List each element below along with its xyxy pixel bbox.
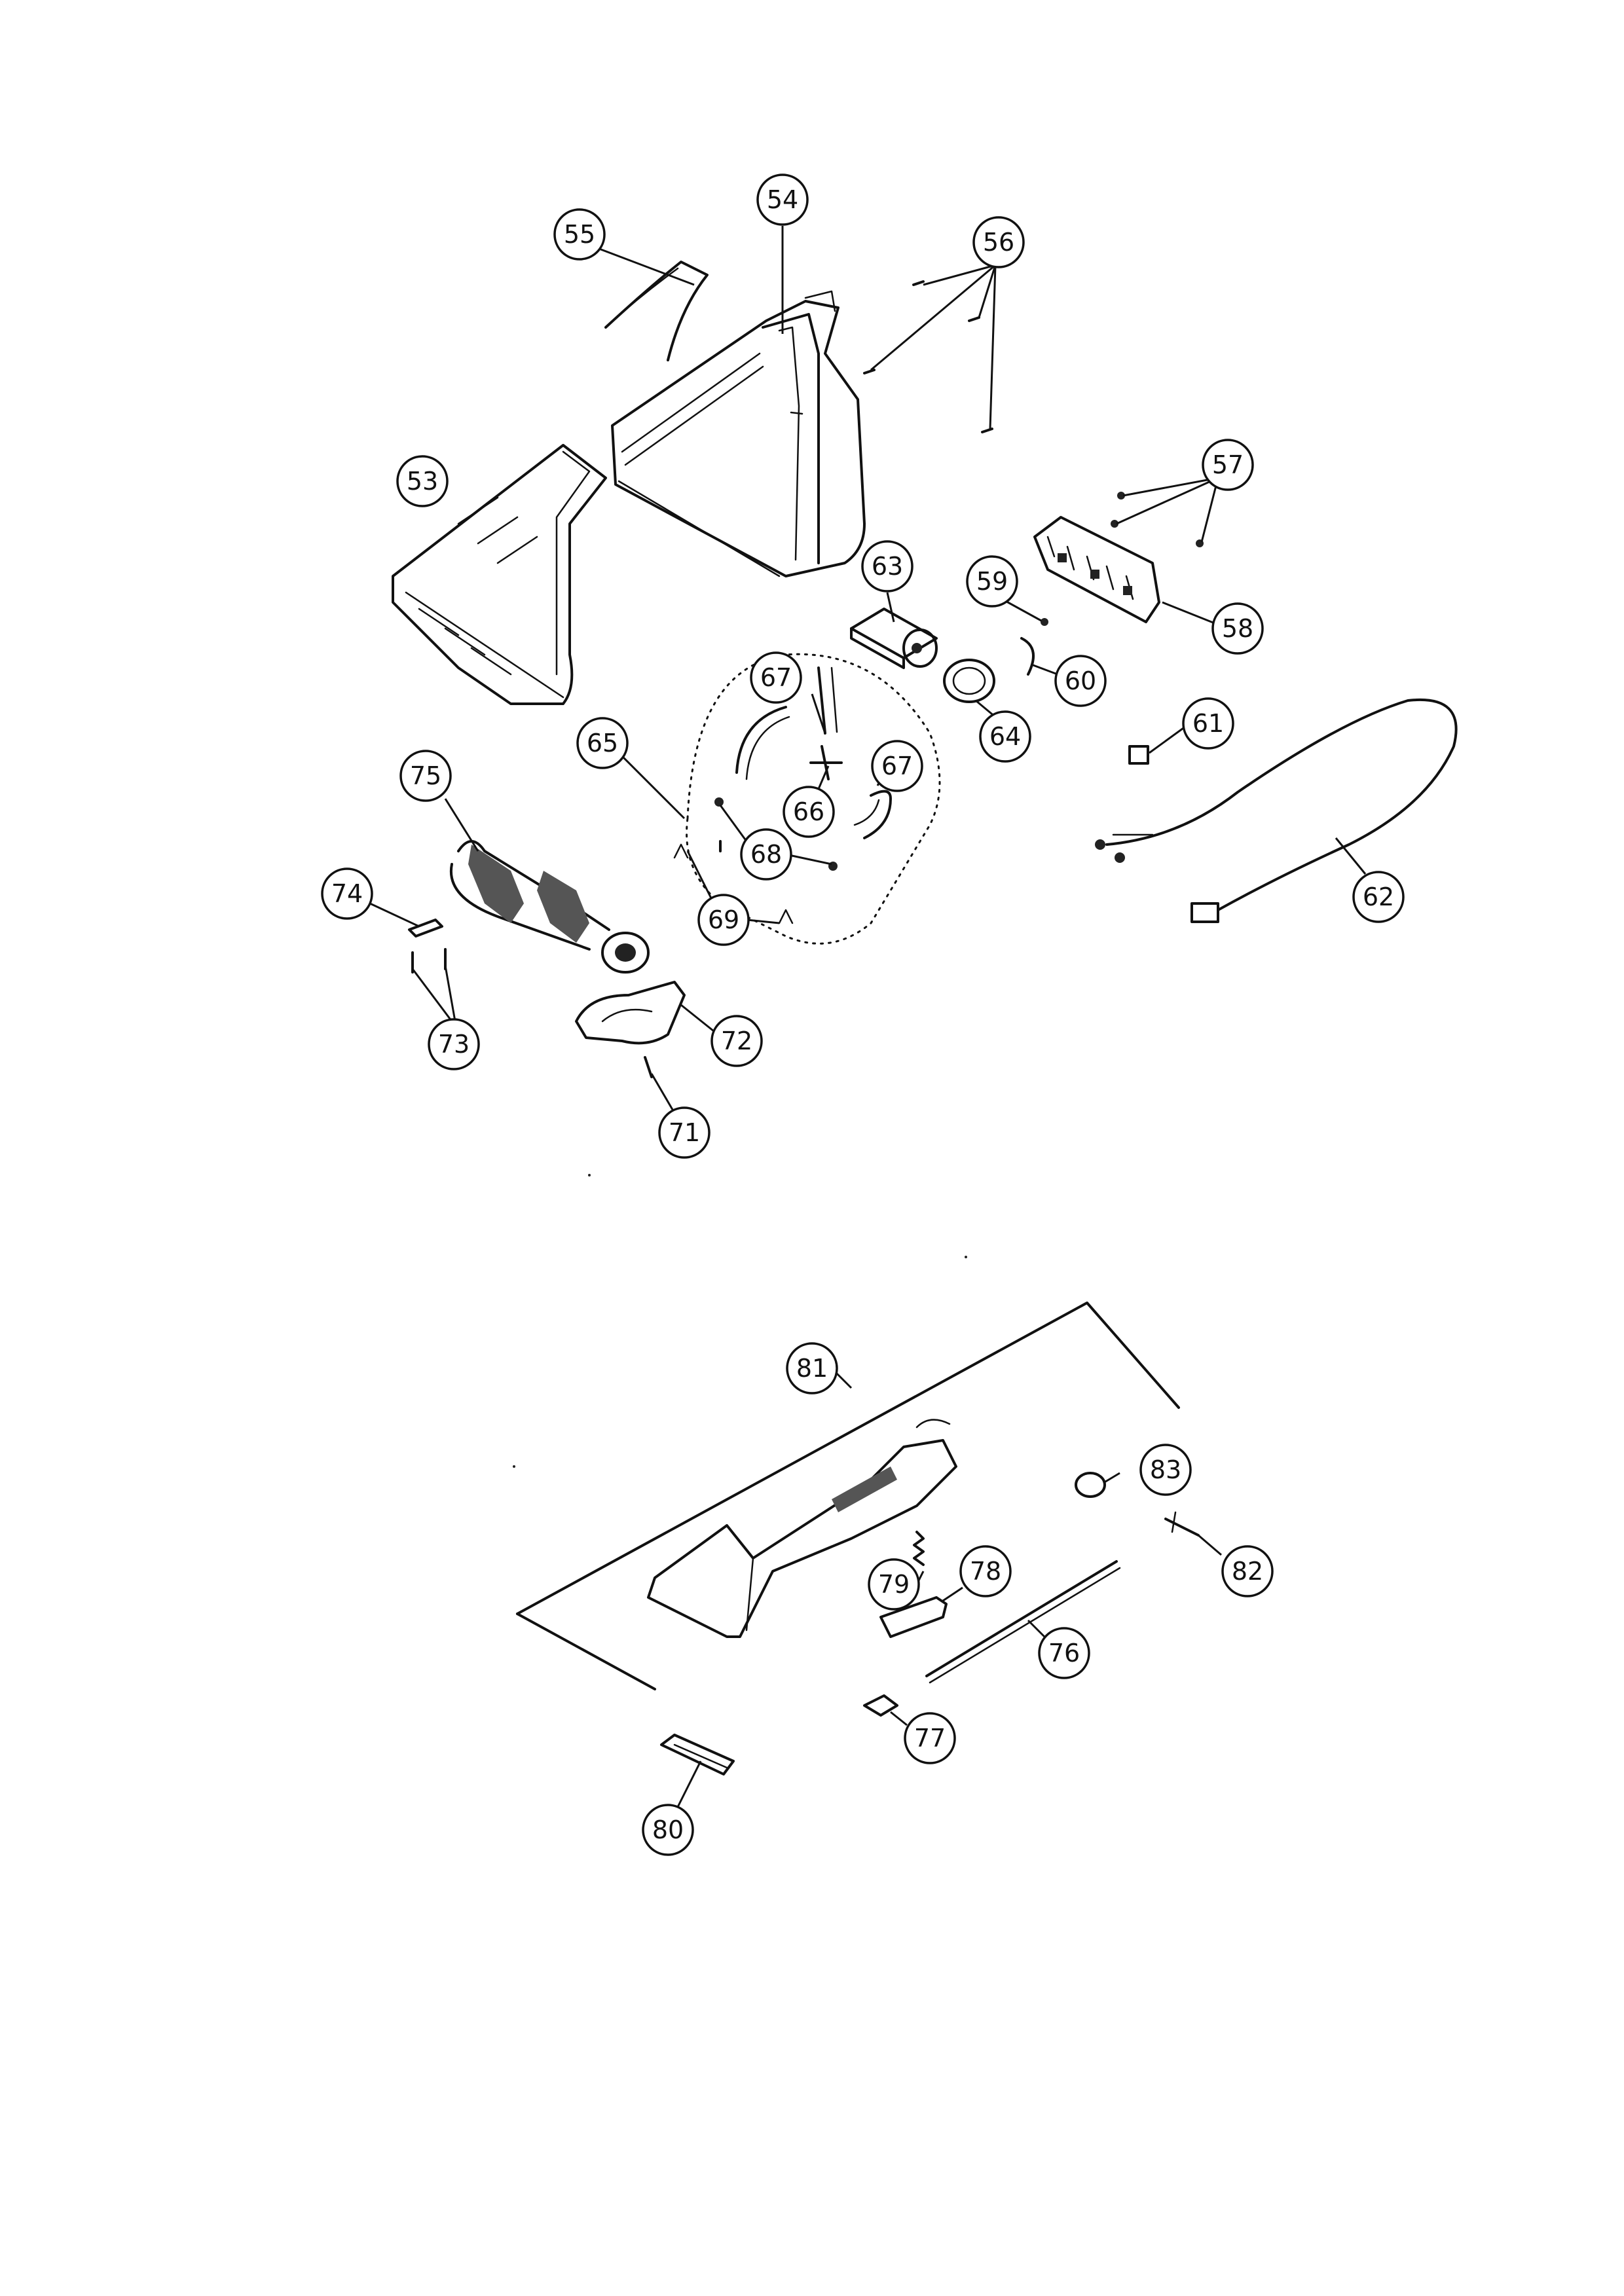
- svg-text:75: 75: [410, 761, 441, 790]
- part-71-screw: [644, 1056, 653, 1078]
- callout-54: 54: [756, 173, 809, 226]
- callout-81: 81: [786, 1342, 838, 1394]
- callout-73: 73: [428, 1018, 480, 1070]
- svg-text:73: 73: [438, 1030, 470, 1059]
- part-82-valve-pin: [1164, 1511, 1200, 1537]
- svg-text:67: 67: [881, 752, 913, 780]
- callout-55: 55: [553, 208, 606, 261]
- part-79-spring: [913, 1531, 925, 1566]
- callout-71: 71: [658, 1106, 710, 1159]
- callout-77: 77: [904, 1712, 956, 1764]
- svg-text:66: 66: [793, 797, 824, 826]
- callout-62: 62: [1352, 871, 1405, 923]
- svg-text:82: 82: [1232, 1557, 1263, 1586]
- callout-80: 80: [642, 1804, 694, 1856]
- part-61-connector: [1128, 745, 1149, 765]
- part-53-nozzle-housing: [392, 444, 607, 705]
- svg-text:62: 62: [1363, 883, 1394, 911]
- svg-text:67: 67: [760, 663, 792, 692]
- part-72-bearing-bracket: [575, 981, 686, 1045]
- callout-69: 69: [697, 894, 750, 946]
- part-67-hoses: [735, 666, 892, 839]
- svg-text:68: 68: [750, 840, 782, 869]
- svg-text:65: 65: [587, 729, 618, 757]
- part-54-tank: [611, 290, 866, 577]
- svg-text:71: 71: [669, 1118, 700, 1147]
- callout-82: 82: [1221, 1545, 1274, 1597]
- svg-text:83: 83: [1150, 1455, 1181, 1484]
- part-76-tube: [925, 1560, 1121, 1684]
- part-59-screw: [1041, 618, 1048, 626]
- part-73-pins: [411, 948, 447, 974]
- svg-text:55: 55: [564, 220, 595, 249]
- svg-text:58: 58: [1222, 614, 1253, 643]
- callout-68: 68: [740, 828, 792, 881]
- leader-lines: [369, 226, 1367, 1808]
- part-78-trigger: [879, 1596, 948, 1638]
- callout-66: 66: [783, 786, 835, 838]
- callout-60: 60: [1054, 655, 1107, 707]
- svg-text:61: 61: [1192, 709, 1224, 738]
- part-66-tee-fitting: [809, 745, 843, 780]
- part-77-nozzle-tip: [863, 1694, 898, 1717]
- part-80-squeegee: [660, 1734, 735, 1776]
- part-64-fitting: [943, 659, 995, 703]
- callout-76: 76: [1038, 1627, 1090, 1679]
- callout-75: 75: [399, 750, 452, 802]
- svg-text:56: 56: [983, 228, 1014, 257]
- part-60-clip: [1020, 637, 1035, 676]
- part-56-screws: [863, 280, 993, 433]
- svg-text:81: 81: [796, 1354, 828, 1383]
- callout-79: 79: [868, 1558, 920, 1611]
- svg-text:69: 69: [708, 905, 739, 934]
- svg-text:79: 79: [878, 1570, 910, 1599]
- svg-text:64: 64: [989, 722, 1021, 751]
- svg-text:63: 63: [872, 552, 903, 581]
- callout-57: 57: [1202, 439, 1254, 491]
- svg-text:77: 77: [914, 1724, 946, 1753]
- part-62-power-cord: [1095, 698, 1458, 923]
- part-83-cap: [1075, 1472, 1106, 1498]
- part-75-brush-roll: [449, 840, 650, 974]
- part-69-clips: [673, 840, 794, 924]
- callout-63: 63: [861, 540, 913, 592]
- part-55-trim-strip: [604, 261, 709, 361]
- callout-72: 72: [710, 1015, 763, 1067]
- callout-58: 58: [1211, 602, 1264, 655]
- callout-78: 78: [959, 1545, 1012, 1597]
- svg-text:57: 57: [1212, 450, 1244, 479]
- part-63-pump-motor: [850, 608, 938, 669]
- svg-text:78: 78: [970, 1557, 1001, 1586]
- svg-text:80: 80: [652, 1815, 684, 1844]
- callout-67-right: 67: [871, 740, 923, 792]
- part-74-bracket: [408, 919, 443, 938]
- svg-text:54: 54: [767, 185, 798, 214]
- svg-text:76: 76: [1048, 1639, 1080, 1667]
- callout-74: 74: [321, 867, 373, 920]
- svg-text:53: 53: [407, 467, 438, 496]
- svg-text:74: 74: [331, 879, 363, 908]
- callout-56: 56: [972, 216, 1025, 268]
- callout-67-left: 67: [750, 651, 802, 704]
- callout-53: 53: [396, 455, 449, 507]
- callout-59: 59: [966, 555, 1018, 608]
- part-81-hand-tool: [516, 1302, 1180, 1690]
- callout-65: 65: [576, 717, 629, 769]
- svg-text:60: 60: [1065, 666, 1096, 695]
- callout-64: 64: [979, 710, 1031, 763]
- svg-text:72: 72: [721, 1027, 752, 1055]
- callout-83: 83: [1139, 1444, 1192, 1496]
- part-58-switch-bracket: [1033, 516, 1160, 623]
- svg-text:59: 59: [976, 567, 1008, 596]
- callout-61: 61: [1182, 697, 1234, 750]
